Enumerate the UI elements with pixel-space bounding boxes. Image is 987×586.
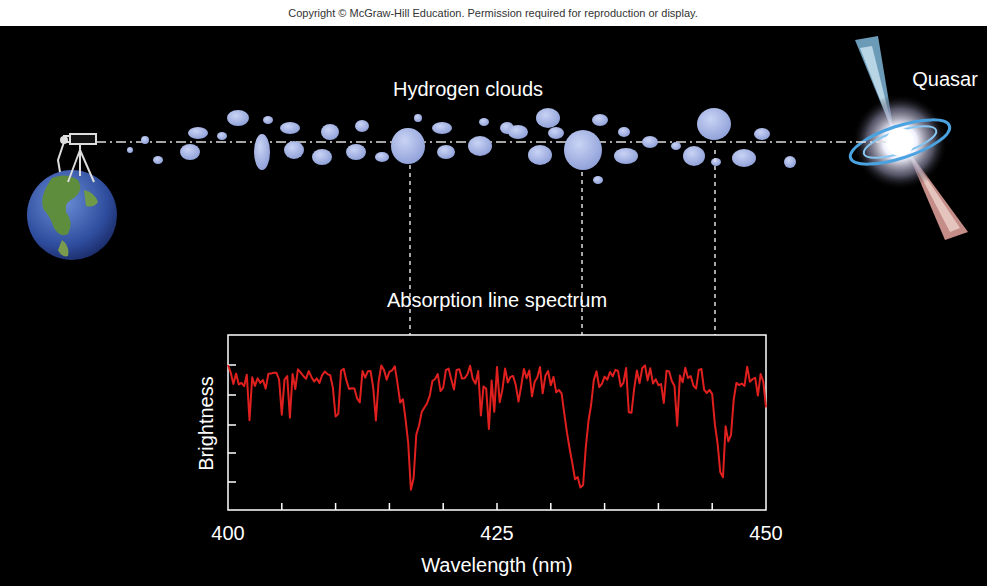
- axis-title: Brightness: [195, 376, 218, 471]
- hydrogen-cloud: [614, 148, 638, 164]
- tick: [228, 452, 236, 454]
- hydrogen-cloud: [227, 110, 249, 126]
- hydrogen-cloud: [284, 141, 304, 159]
- hydrogen-cloud: [188, 127, 208, 139]
- hydrogen-cloud: [592, 114, 608, 126]
- hydrogen-cloud: [280, 122, 300, 134]
- hydrogen-cloud: [697, 108, 731, 140]
- hydrogen-cloud: [414, 114, 422, 122]
- hydrogen-cloud: [593, 176, 603, 184]
- axis-title: Wavelength (nm): [421, 554, 573, 577]
- hydrogen-cloud: [642, 136, 658, 148]
- hydrogen-cloud: [671, 142, 681, 150]
- tick: [335, 503, 337, 510]
- tick: [550, 503, 552, 510]
- cloud-label: Hydrogen clouds: [393, 78, 543, 101]
- chart-frame: [228, 335, 766, 510]
- quasar-label: Quasar: [912, 68, 978, 91]
- tick-label: 400: [211, 522, 244, 545]
- copyright-notice: Copyright © McGraw-Hill Education. Permi…: [288, 7, 698, 19]
- tick: [496, 503, 498, 510]
- hydrogen-cloud: [468, 136, 492, 156]
- tick-label: 425: [480, 522, 513, 545]
- sightline: [96, 141, 890, 143]
- hydrogen-cloud: [437, 145, 455, 159]
- spectrum-title: Absorption line spectrum: [387, 289, 607, 312]
- spectrum-line: [228, 365, 766, 490]
- hydrogen-cloud: [263, 116, 273, 124]
- tick: [228, 394, 236, 396]
- hydrogen-cloud: [732, 149, 756, 167]
- tick: [389, 503, 391, 510]
- earth: [27, 170, 117, 260]
- hydrogen-cloud: [528, 145, 552, 165]
- hydrogen-cloud: [618, 127, 630, 137]
- tick: [442, 503, 444, 510]
- hydrogen-cloud: [711, 158, 721, 166]
- hydrogen-cloud: [391, 128, 425, 164]
- hydrogen-cloud: [564, 130, 602, 170]
- hydrogen-cloud: [217, 132, 227, 140]
- axis-ticks: [228, 365, 712, 510]
- hydrogen-cloud: [536, 108, 560, 128]
- hydrogen-clouds: [127, 108, 796, 184]
- hydrogen-cloud: [683, 146, 705, 166]
- hydrogen-cloud: [355, 120, 369, 132]
- hydrogen-cloud: [180, 144, 200, 160]
- hydrogen-cloud: [479, 118, 489, 126]
- tick: [281, 503, 283, 510]
- tick: [658, 503, 660, 510]
- hydrogen-cloud: [153, 156, 163, 164]
- tick: [228, 424, 236, 426]
- hydrogen-cloud: [127, 147, 133, 153]
- hydrogen-cloud: [548, 127, 564, 139]
- hydrogen-cloud: [312, 149, 332, 165]
- hydrogen-cloud: [375, 152, 389, 162]
- hydrogen-cloud: [784, 156, 796, 168]
- hydrogen-cloud: [754, 128, 770, 140]
- tick-label: 450: [749, 522, 782, 545]
- hydrogen-cloud: [346, 144, 366, 160]
- tick: [711, 503, 713, 510]
- hydrogen-cloud: [141, 136, 149, 144]
- tick: [604, 503, 606, 510]
- hydrogen-cloud: [432, 122, 452, 134]
- hydrogen-cloud: [321, 124, 339, 140]
- tick: [228, 481, 236, 483]
- hydrogen-cloud: [254, 134, 270, 170]
- hydrogen-cloud: [508, 125, 528, 139]
- telescope: [58, 134, 96, 182]
